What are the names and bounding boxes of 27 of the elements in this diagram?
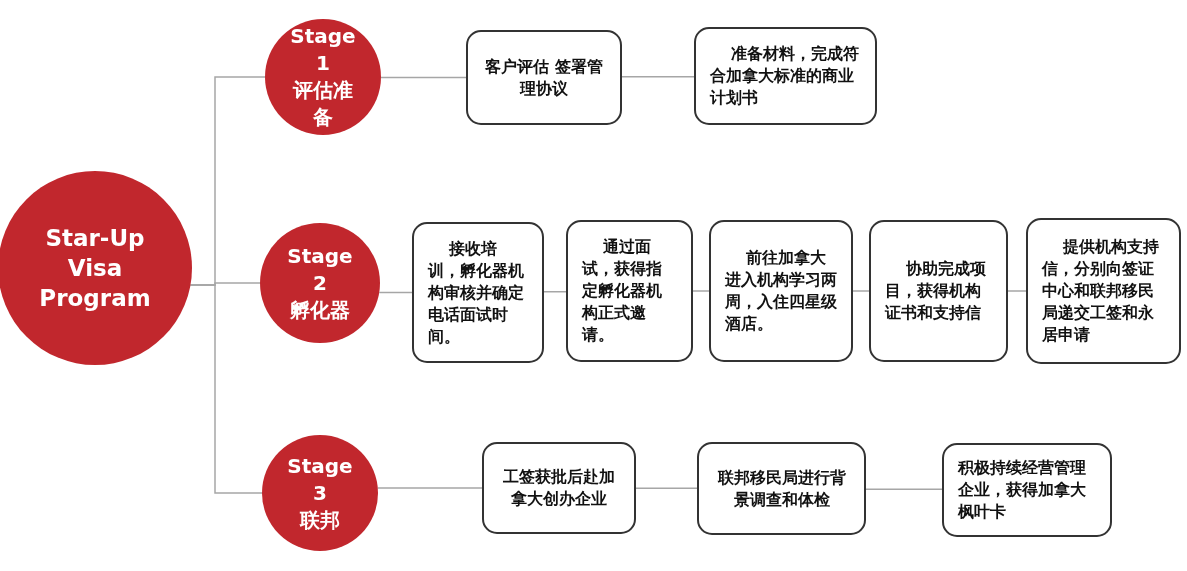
circle-label: 孵化器 [290, 296, 350, 324]
connector-line [635, 487, 698, 489]
connector-line [852, 290, 870, 292]
step-box: 积极持续经营管理企业，获得加拿大枫叶卡 [942, 443, 1112, 537]
step-box: 联邦移民局进行背景调查和体检 [697, 442, 866, 535]
step-box: 接收培训，孵化器机构审核并确定电话面试时间。 [412, 222, 544, 363]
step-box: 协助完成项目，获得机构证书和支持信 [869, 220, 1008, 362]
circle-label: Stage 1 [289, 23, 357, 77]
step-box: 准备材料，完成符合加拿大标准的商业计划书 [694, 27, 877, 125]
connector-line [621, 76, 695, 78]
connector-line [692, 290, 710, 292]
connector-line [378, 291, 413, 294]
connector-line [377, 487, 483, 489]
step-box: 客户评估 签署管理协议 [466, 30, 622, 125]
circle-label: Stage 2 [286, 242, 354, 297]
connector-line [865, 488, 943, 490]
connector-line [380, 76, 467, 79]
circle-label: 评估准备 [291, 77, 354, 131]
circle-label: 联邦 [300, 506, 340, 534]
connector-line [543, 291, 567, 293]
step-box: 工签获批后赴加拿大创办企业 [482, 442, 636, 534]
step-box: 通过面试，获得指定孵化器机构正式邀请。 [566, 220, 693, 362]
connector-line [1007, 290, 1027, 292]
step-box: 前往加拿大进入机构学习两周，入住四星级酒店。 [709, 220, 853, 362]
step-box: 提供机构支持信，分别向签证中心和联邦移民局递交工签和永居申请 [1026, 218, 1181, 364]
circle-label: Stage 3 [286, 452, 354, 507]
circle-label: Star-Up Visa Program [38, 224, 152, 313]
